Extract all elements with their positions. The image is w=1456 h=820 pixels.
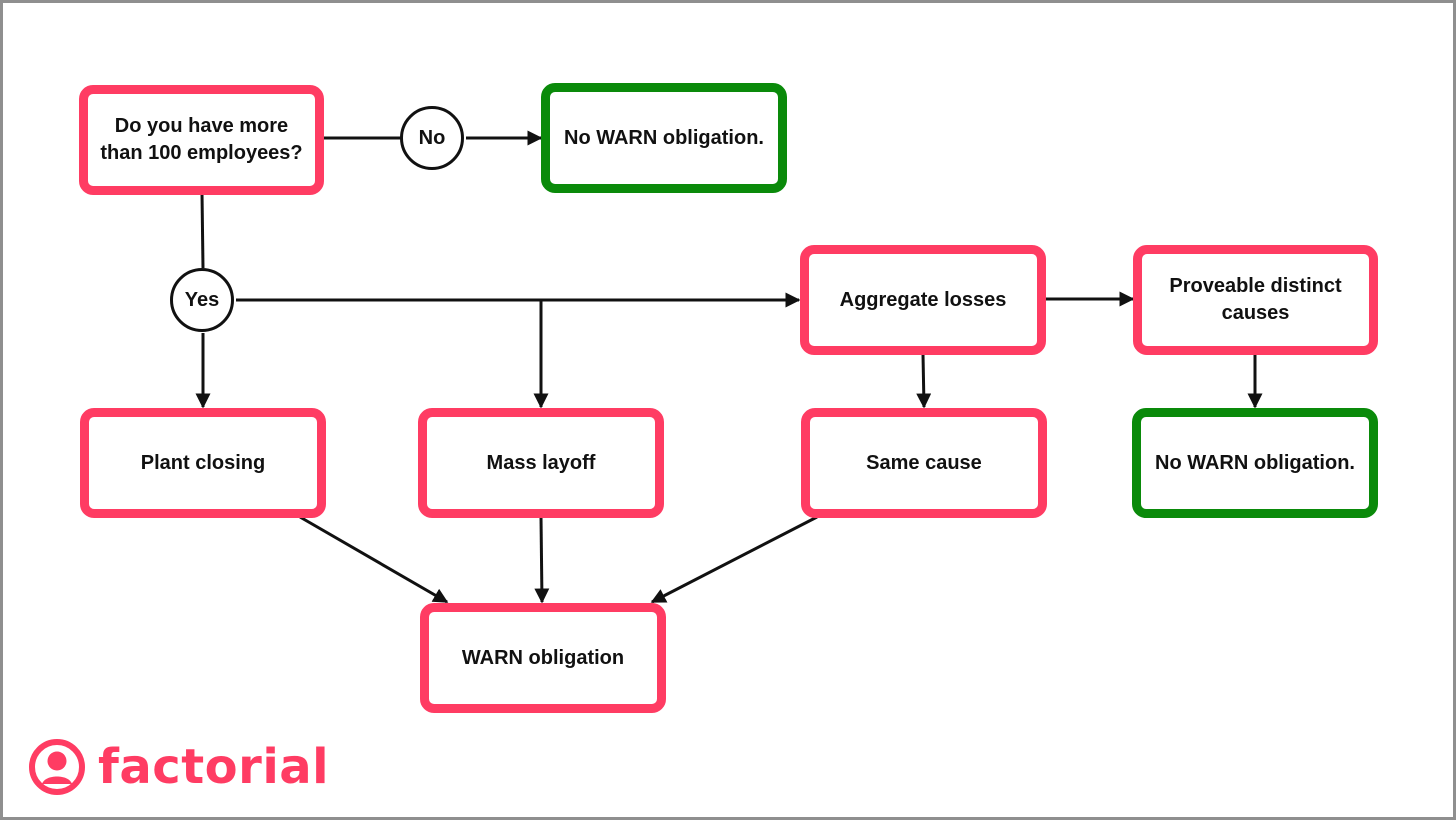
arrow-mass-layoff-to-warn [534,516,550,604]
factorial-logo-icon [29,739,85,795]
warn-obligation-node: WARN obligation [420,603,666,713]
no-warn-obligation-node-right: No WARN obligation. [1132,408,1378,518]
aggregate-losses-label: Aggregate losses [839,288,1007,311]
factorial-logo: factorial [28,738,329,796]
proveable-causes-label: Proveable distinct causes [1169,275,1342,324]
no-decision-label: No [418,126,446,149]
arrow-same-cause-to-warn [650,515,818,604]
connector-question-to-yes [200,192,205,269]
factorial-wordmark: factorial [98,739,330,795]
employees-question-label: Do you have more than 100 employees? [100,115,303,164]
same-cause-node: Same cause [801,408,1047,518]
arrow-aggregate-to-same-cause [916,353,932,409]
same-cause-label: Same cause [866,451,982,474]
no-warn-obligation-label-top: No WARN obligation. [564,126,764,149]
employees-question-node: Do you have more than 100 employees? [79,85,324,195]
no-decision-node: No [400,106,464,170]
yes-decision-node: Yes [170,268,234,332]
plant-closing-node: Plant closing [80,408,326,518]
aggregate-losses-node: Aggregate losses [800,245,1046,355]
mass-layoff-node: Mass layoff [418,408,664,518]
warn-obligation-label: WARN obligation [461,646,625,669]
proveable-causes-node: Proveable distinct causes [1133,245,1378,355]
mass-layoff-label: Mass layoff [486,451,596,474]
plant-closing-label: Plant closing [140,451,266,474]
no-warn-obligation-node-top: No WARN obligation. [541,83,787,193]
no-warn-obligation-label-right: No WARN obligation. [1155,451,1355,474]
arrow-plant-closing-to-warn [299,515,449,604]
yes-decision-label: Yes [184,288,220,311]
